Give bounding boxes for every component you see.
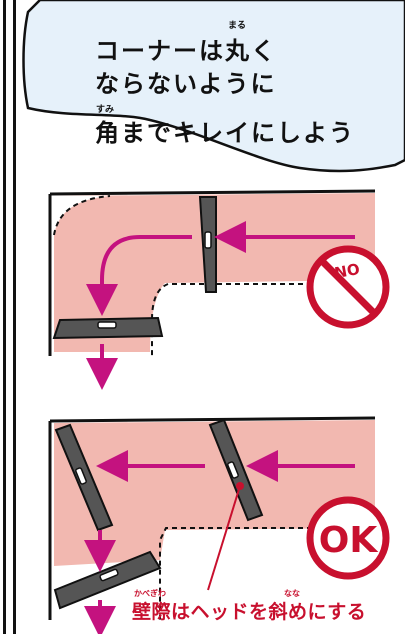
ruby-sumi: すみ	[96, 105, 115, 115]
cleaning-area-bottom	[54, 420, 375, 566]
pointer-line	[207, 485, 241, 591]
panel-border-left	[0, 0, 16, 634]
bubble-line-1: コーナーは丸く	[95, 37, 277, 65]
ruby-kabegiwa: かべぎわ	[134, 589, 166, 598]
bubble-line-3: 角までキレイにしよう	[95, 119, 355, 147]
wall-top-outer	[49, 189, 376, 196]
caption-text: 壁際はヘッドを斜めにする	[132, 601, 367, 623]
diagram-ok: OK	[48, 416, 390, 634]
mop-head-bottom-corner	[53, 550, 162, 610]
mop-head-top-vertical	[198, 196, 217, 293]
mop-head-top-horizontal	[52, 316, 164, 340]
wall-top-inner	[151, 283, 375, 356]
mop-head-bottom-diagonal-1	[54, 423, 114, 532]
diagram-no: NO	[48, 189, 390, 390]
ok-badge: OK	[306, 496, 390, 580]
no-badge: NO	[306, 245, 390, 329]
no-label: NO	[333, 260, 361, 282]
ok-label: OK	[319, 520, 379, 561]
ruby-maru: まる	[228, 21, 247, 31]
uncleaned-corner-top	[54, 196, 110, 235]
wall-bottom-outer	[49, 416, 376, 423]
wall-bottom-inner	[159, 527, 375, 620]
arrow-curve-top	[86, 235, 192, 316]
speech-bubble	[22, 0, 405, 173]
ruby-naname: なな	[284, 589, 300, 598]
bubble-line-2: ならないように	[95, 70, 277, 98]
mop-head-bottom-diagonal-2	[208, 418, 264, 522]
